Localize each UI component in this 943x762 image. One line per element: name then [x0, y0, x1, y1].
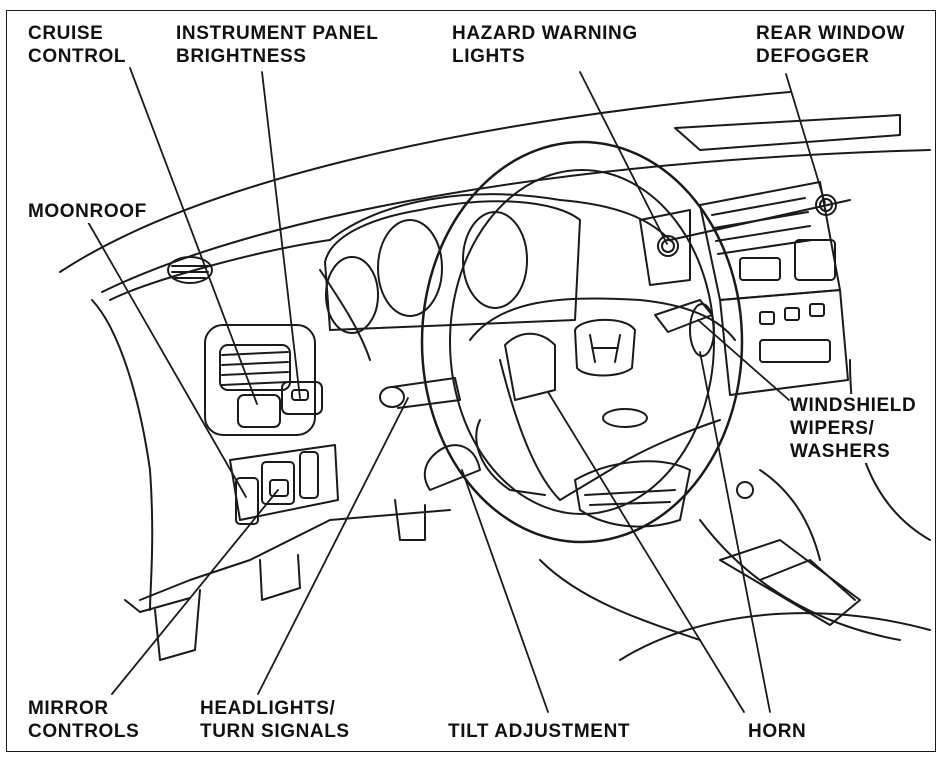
left-switch-panel [230, 445, 338, 524]
leader-hazard-warning-lights [580, 72, 667, 244]
leader-instrument-panel-brightness [262, 72, 300, 398]
leader-windshield-wipers [698, 320, 789, 400]
label-headlights-turn-signals: HEADLIGHTS/ TURN SIGNALS [200, 697, 350, 743]
leader-cruise-control [130, 68, 257, 404]
label-instrument-panel-brightness: INSTRUMENT PANEL BRIGHTNESS [176, 22, 378, 68]
label-mirror-controls: MIRROR CONTROLS [28, 697, 139, 743]
label-cruise-control: CRUISE CONTROL [28, 22, 126, 68]
defroster-vents [168, 115, 900, 283]
label-rear-window-defogger: REAR WINDOW DEFOGGER [756, 22, 905, 68]
leader-mirror-controls [112, 490, 278, 694]
dashboard-outline [60, 92, 930, 660]
label-moonroof: MOONROOF [28, 200, 147, 223]
label-tilt-adjustment: TILT ADJUSTMENT [448, 720, 630, 743]
leader-rear-window-defogger [786, 74, 825, 203]
left-vent-cluster [205, 325, 322, 435]
leader-horn-left [548, 392, 744, 712]
leader-tilt-adjustment [462, 470, 548, 712]
label-hazard-warning-lights: HAZARD WARNING LIGHTS [452, 22, 638, 68]
h-logo-icon [575, 320, 635, 376]
label-windshield-wipers-washers: WINDSHIELD WIPERS/ WASHERS [790, 394, 916, 463]
leader-headlights [258, 398, 408, 694]
label-horn: HORN [748, 720, 806, 743]
